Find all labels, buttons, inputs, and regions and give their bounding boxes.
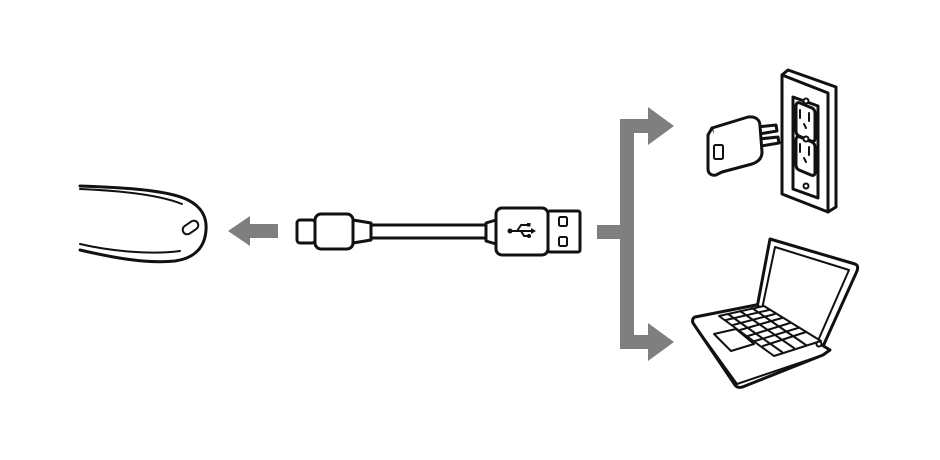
wall-outlet-icon [780,68,838,214]
usb-c-body [313,212,355,251]
branch-arrow-power-sources [597,107,674,361]
laptop-touchpad [713,328,755,352]
arrow-to-wall-adapter [620,107,674,145]
usb-c-tip [295,218,317,245]
usb-a-connector [546,209,582,254]
usb-c-to-usb-a-cable-icon [295,206,582,257]
charging-device-icon [78,184,208,264]
usb-symbol-icon [507,223,536,238]
usb-port [713,144,724,160]
charging-port [181,219,200,236]
arrow-to-laptop [620,323,674,361]
usb-wall-adapter-icon [706,115,781,177]
laptop-icon [691,237,860,389]
arrow-cable-to-device [228,216,278,246]
